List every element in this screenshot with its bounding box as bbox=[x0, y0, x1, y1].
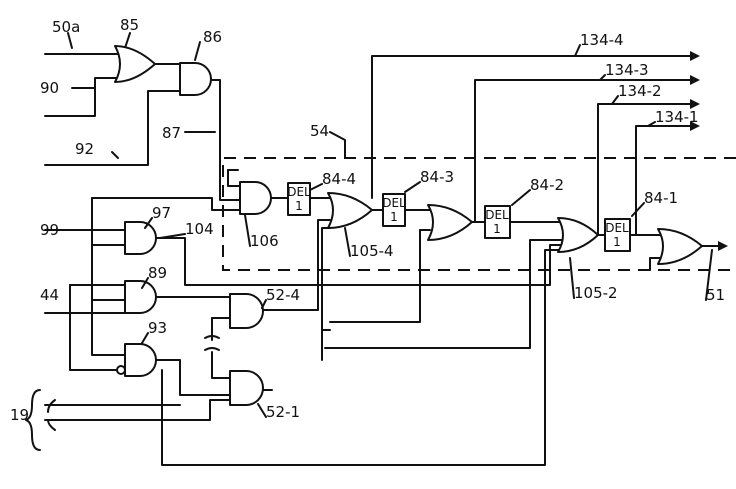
label-134-2: 134-2 bbox=[618, 82, 662, 100]
label-134-1: 134-1 bbox=[655, 108, 699, 126]
label-84-4: 84-4 bbox=[322, 170, 356, 188]
label-54: 54 bbox=[310, 122, 329, 140]
delay-84-2-bottom: 1 bbox=[493, 222, 501, 236]
or-gate-85 bbox=[114, 45, 156, 83]
label-50a: 50a bbox=[52, 18, 80, 36]
label-92: 92 bbox=[75, 140, 94, 158]
label-19: 19 bbox=[10, 406, 29, 424]
label-105-2: 105-2 bbox=[574, 284, 618, 302]
and-gate-97 bbox=[124, 221, 157, 255]
or-gate-middle bbox=[427, 204, 473, 241]
or-gate-105-2 bbox=[557, 217, 599, 253]
or-gate-105-4 bbox=[327, 192, 373, 229]
delay-84-4-top: DEL bbox=[287, 185, 311, 199]
label-51: 51 bbox=[706, 286, 725, 304]
label-84-2: 84-2 bbox=[530, 176, 564, 194]
and-gate-89 bbox=[124, 280, 157, 314]
label-99: 99 bbox=[40, 221, 59, 239]
and-gate-52-1 bbox=[229, 370, 264, 406]
output-arrows bbox=[690, 51, 728, 251]
label-52-1: 52-1 bbox=[266, 403, 300, 421]
label-134-4: 134-4 bbox=[580, 31, 624, 49]
inverter-bubble bbox=[116, 365, 126, 375]
delay-84-1: DEL 1 bbox=[604, 218, 631, 252]
label-97: 97 bbox=[152, 204, 171, 222]
label-84-3: 84-3 bbox=[420, 168, 454, 186]
delay-84-3-top: DEL bbox=[382, 196, 406, 210]
and-gate-86 bbox=[179, 62, 212, 96]
wires bbox=[44, 32, 719, 466]
label-89: 89 bbox=[148, 264, 167, 282]
and-gate-93 bbox=[124, 343, 157, 377]
and-gate-52-4 bbox=[229, 293, 264, 329]
delay-84-2-top: DEL bbox=[485, 208, 509, 222]
label-105-4: 105-4 bbox=[350, 242, 394, 260]
label-85: 85 bbox=[120, 16, 139, 34]
bus-bracket bbox=[25, 389, 41, 451]
delay-84-4-bottom: 1 bbox=[295, 199, 303, 213]
bus-bracket-inner bbox=[47, 399, 56, 431]
delay-84-1-bottom: 1 bbox=[613, 235, 621, 249]
delay-84-3: DEL 1 bbox=[382, 193, 406, 227]
label-52-4: 52-4 bbox=[266, 286, 300, 304]
delay-84-2: DEL 1 bbox=[484, 205, 511, 239]
label-90: 90 bbox=[40, 79, 59, 97]
or-gate-final bbox=[657, 228, 703, 265]
label-134-3: 134-3 bbox=[605, 61, 649, 79]
delay-84-1-top: DEL bbox=[605, 221, 629, 235]
break-mark bbox=[204, 335, 220, 351]
leader-lines bbox=[141, 44, 713, 418]
label-84-1: 84-1 bbox=[644, 189, 678, 207]
delay-84-4: DEL 1 bbox=[287, 182, 311, 216]
label-86: 86 bbox=[203, 28, 222, 46]
label-106: 106 bbox=[250, 232, 279, 250]
label-104: 104 bbox=[185, 220, 214, 238]
label-87: 87 bbox=[162, 124, 181, 142]
and-gate-106 bbox=[239, 181, 272, 215]
label-93: 93 bbox=[148, 319, 167, 337]
enclosure-54 bbox=[222, 157, 736, 271]
label-44: 44 bbox=[40, 286, 59, 304]
delay-84-3-bottom: 1 bbox=[390, 210, 398, 224]
